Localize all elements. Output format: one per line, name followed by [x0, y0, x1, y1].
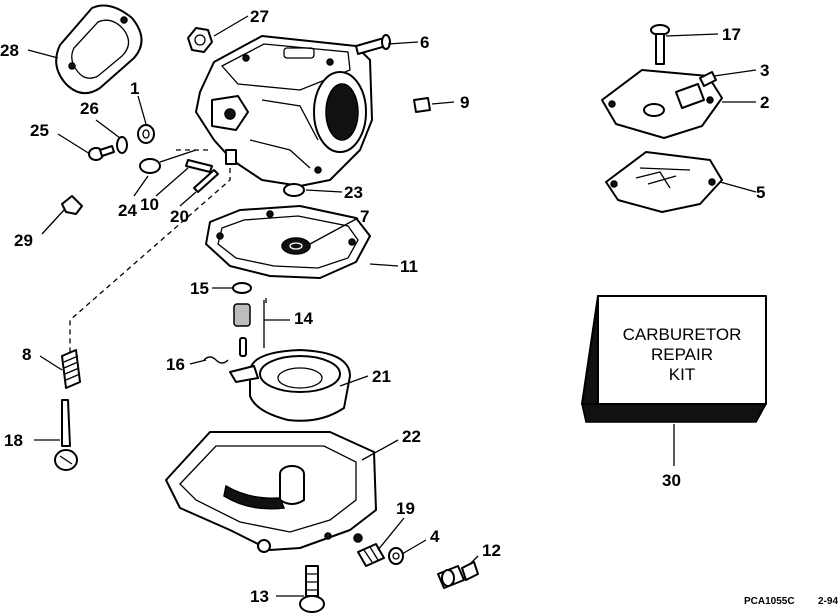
callout-29: 29 — [14, 231, 33, 250]
callout-23: 23 — [344, 183, 363, 202]
callout-24: 24 — [118, 201, 137, 220]
carburetor-body — [195, 35, 373, 187]
callout-21: 21 — [372, 367, 391, 386]
callout-11: 11 — [400, 257, 418, 276]
part-15-washer — [232, 282, 252, 294]
part-6-screw — [355, 34, 391, 55]
callout-2: 2 — [760, 93, 769, 112]
part-19-plug — [357, 543, 385, 567]
figure-code: PCA1055C — [744, 596, 795, 607]
callout-27: 27 — [250, 7, 269, 26]
callout-20: 20 — [170, 207, 189, 226]
callout-5: 5 — [756, 183, 765, 202]
leader-lines — [27, 15, 757, 597]
part-9-fitting — [413, 97, 431, 113]
part-24-clip — [139, 149, 197, 174]
callout-8: 8 — [22, 345, 31, 364]
part-8-spring — [61, 349, 81, 389]
callout-14: 14 — [294, 309, 313, 328]
part-26-washer — [116, 136, 128, 154]
part-20-pin — [193, 169, 219, 193]
callout-4: 4 — [430, 527, 440, 546]
callout-13: 13 — [250, 587, 269, 606]
callout-28: 28 — [0, 41, 19, 60]
callout-22: 22 — [402, 427, 421, 446]
callout-12: 12 — [482, 541, 501, 560]
kit-line-2: REPAIR — [651, 345, 713, 364]
callout-16: 16 — [166, 355, 185, 374]
part-29-cap — [61, 195, 83, 215]
part-13-drain-screw — [299, 565, 325, 613]
part-22-float-bowl — [165, 431, 377, 553]
callout-17: 17 — [722, 25, 741, 44]
callout-10: 10 — [140, 195, 159, 214]
part-17-screw — [650, 24, 670, 65]
part-5-diaphragm — [605, 151, 723, 213]
figure-date: 2-94 — [818, 596, 838, 607]
part-3-fitting — [699, 71, 717, 87]
callout-18: 18 — [4, 431, 23, 450]
part-12-fitting — [437, 561, 479, 589]
part-25-screw — [88, 145, 115, 161]
callout-30: 30 — [662, 471, 681, 490]
part-7-needle-seat — [281, 237, 311, 255]
callout-labels: 27 28 6 9 1 26 25 24 10 20 29 23 7 11 15… — [0, 7, 769, 606]
callout-3: 3 — [760, 61, 769, 80]
part-30-repair-kit-box — [581, 295, 768, 423]
part-27-nut — [187, 27, 213, 53]
callout-19: 19 — [396, 499, 415, 518]
part-2-cover — [601, 69, 723, 139]
callout-1: 1 — [130, 79, 139, 98]
part-14-needle-valve — [233, 303, 251, 357]
part-28-flange-gasket — [55, 4, 143, 95]
figure-footer: PCA1055C 2-94 — [744, 596, 838, 607]
part-21-float — [229, 349, 351, 422]
callout-9: 9 — [460, 93, 469, 112]
part-23-o-ring — [283, 183, 305, 197]
part-18-mixture-screw — [54, 399, 78, 471]
callout-7: 7 — [360, 207, 369, 226]
callout-6: 6 — [420, 33, 429, 52]
part-16-clip — [203, 356, 229, 364]
part-10-pin — [185, 159, 213, 173]
kit-box-label: CARBURETOR REPAIR KIT — [623, 325, 742, 384]
kit-line-1: CARBURETOR — [623, 325, 742, 344]
callout-15: 15 — [190, 279, 209, 298]
part-4-washer — [388, 547, 404, 565]
callout-26: 26 — [80, 99, 99, 118]
kit-line-3: KIT — [669, 365, 695, 384]
part-1-nut — [137, 124, 155, 144]
callout-25: 25 — [30, 121, 49, 140]
